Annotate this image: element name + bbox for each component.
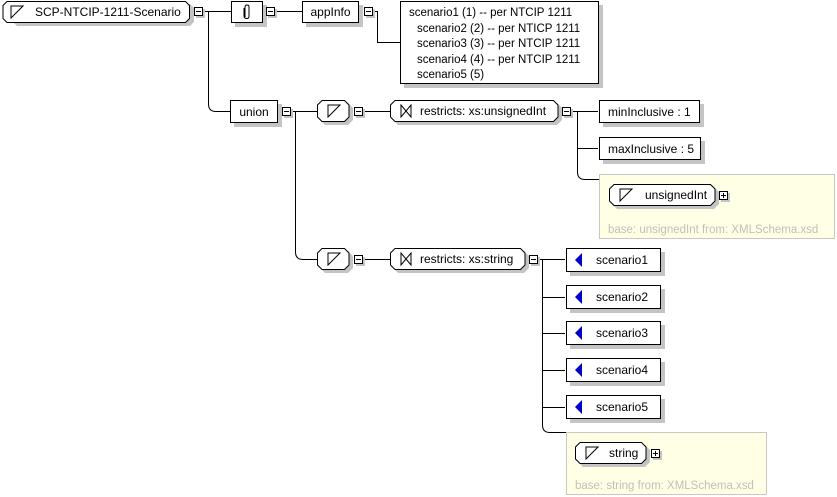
collapse-toggle-member-2[interactable] [354,255,363,264]
octagon-shape [575,442,650,467]
enumeration-item[interactable]: scenario1 [566,248,661,272]
enumeration-item[interactable]: scenario5 [566,395,661,419]
octagon-shape [390,248,529,273]
base-type-name: unsignedInt [645,188,708,202]
simple-type-icon [327,252,341,266]
enumeration-arrow-icon [575,290,582,304]
restriction-icon [400,104,412,118]
restriction-label: restricts: xs:string [420,252,514,266]
octagon-shape [390,100,562,125]
collapse-toggle-member-1[interactable] [354,107,363,116]
restriction-unsignedint[interactable]: restricts: xs:unsignedInt [390,100,562,125]
collapse-toggle-union[interactable] [282,107,291,116]
enumeration-item[interactable]: scenario2 [566,285,661,309]
union-member-2-simple-type[interactable] [317,248,353,273]
restriction-string[interactable]: restricts: xs:string [390,248,529,273]
simple-type-icon [585,446,599,460]
appinfo-label: appInfo [310,5,351,19]
octagon-shape [609,184,719,209]
collapse-toggle-annotation[interactable] [266,7,275,16]
union-node[interactable]: union [230,100,278,123]
simple-type-icon [619,188,633,202]
facet-min-inclusive[interactable]: minInclusive : 1 [599,100,700,123]
facet-max-inclusive[interactable]: maxInclusive : 5 [599,137,701,160]
enumeration-value: scenario2 [596,290,649,304]
union-label: union [239,104,269,119]
enumeration-item[interactable]: scenario4 [566,358,661,382]
appinfo-line: scenario2 (2) -- per NTICP 1211 [417,22,581,35]
appinfo-line: scenario5 (5) [417,69,485,81]
appinfo-content: scenario1 (1) -- per NTCIP 1211 scenario… [400,1,599,84]
base-type-string[interactable]: string [575,442,650,467]
enumeration-item[interactable]: scenario3 [566,321,661,345]
paperclip-icon [243,4,250,20]
enumeration-arrow-icon [575,253,582,267]
appinfo-line: scenario4 (4) -- per NTCIP 1211 [417,53,581,66]
base-type-note: base: string from: XMLSchema.xsd [575,480,754,492]
root-simple-type[interactable]: SCP-NTCIP-1211-Scenario [2,1,194,26]
facet-label: maxInclusive : 5 [608,141,695,156]
enumeration-value: scenario4 [596,363,649,377]
base-type-note: base: unsignedInt from: XMLSchema.xsd [608,224,819,236]
enumeration-arrow-icon [575,363,582,377]
enumeration-value: scenario5 [596,400,649,414]
union-member-1-simple-type[interactable] [317,100,353,125]
facet-label: minInclusive : 1 [608,104,691,119]
appinfo-node[interactable]: appInfo [302,1,359,23]
restriction-label: restricts: xs:unsignedInt [420,104,547,118]
enumeration-value: scenario3 [596,326,649,340]
collapse-toggle-restriction-string[interactable] [529,255,538,264]
octagon-shape [2,1,194,26]
expand-toggle-unsignedint[interactable] [719,191,728,200]
simple-type-icon [10,5,24,19]
enumeration-arrow-icon [575,326,582,340]
simple-type-icon [327,104,341,118]
annotation-node[interactable] [231,1,263,23]
restriction-icon [400,252,412,266]
base-type-unsignedint[interactable]: unsignedInt [609,184,719,209]
enumeration-arrow-icon [575,400,582,414]
appinfo-line: scenario3 (3) -- per NTCIP 1211 [417,38,581,50]
collapse-toggle-restriction-unsignedint[interactable] [562,107,571,116]
base-type-name: string [609,446,639,460]
collapse-toggle-appinfo[interactable] [364,7,373,16]
expand-toggle-string[interactable] [651,449,660,458]
root-type-name: SCP-NTCIP-1211-Scenario [35,5,181,19]
enumeration-value: scenario1 [596,253,649,267]
appinfo-line: scenario1 (1) -- per NTCIP 1211 [409,7,573,19]
collapse-toggle-root[interactable] [194,7,203,16]
